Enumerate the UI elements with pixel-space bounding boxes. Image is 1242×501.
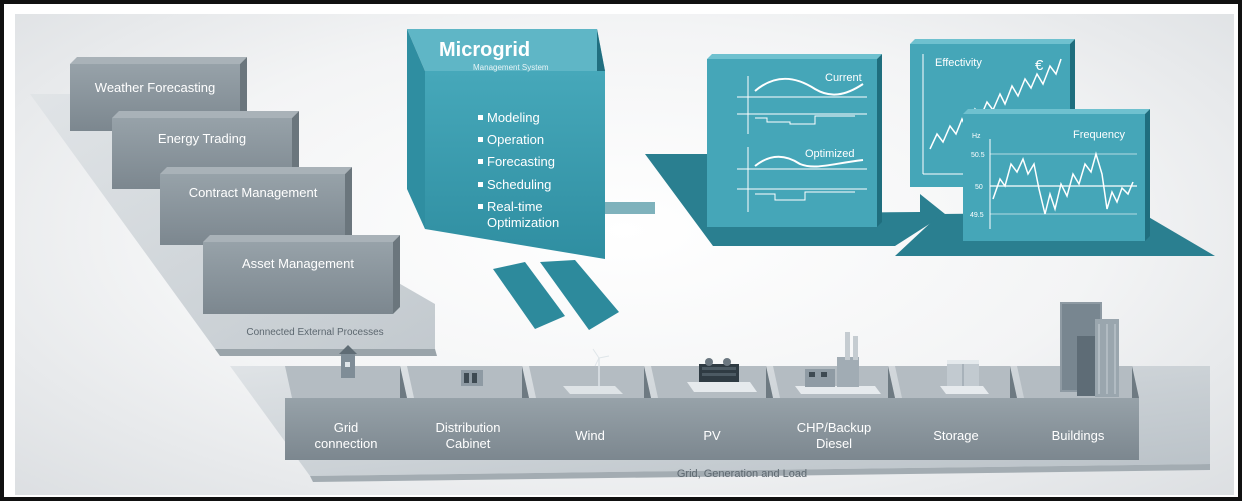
external-box-label: Asset Management (242, 256, 354, 271)
grid-connection-icon (339, 345, 357, 378)
mgmt-function: Modeling (487, 110, 540, 125)
grid-item-wind[interactable]: Wind (529, 348, 651, 460)
current-optimized-panel: Current Optimized (707, 54, 882, 227)
current-curve (754, 77, 864, 96)
bullet-icon (478, 115, 483, 120)
grid-item-label: PV (703, 428, 721, 443)
storage-unit-icon (940, 360, 989, 394)
diagram-stage: Weather Forecasting Energy Trading Contr… (15, 14, 1234, 495)
grid-item-distribution-cabinet[interactable]: Distribution Cabinet (407, 366, 529, 460)
buildings-icon (1060, 302, 1119, 397)
bullet-icon (478, 204, 483, 209)
optimized-curve (754, 155, 864, 168)
grid-item-label: Distribution (435, 420, 500, 435)
chart-label-effectivity: Effectivity (935, 57, 982, 69)
mgmt-title: Microgrid (439, 39, 530, 61)
chp-plant-icon (795, 332, 881, 394)
bullet-icon (478, 182, 483, 187)
grid-item-label: Diesel (816, 436, 852, 451)
external-box-asset-management[interactable]: Asset Management (203, 235, 400, 314)
external-processes: Weather Forecasting Energy Trading Contr… (30, 57, 437, 356)
mgmt-function: Forecasting (487, 154, 555, 169)
chart-label-current: Current (825, 72, 862, 84)
grid-caption: Grid, Generation and Load (677, 468, 807, 480)
mgmt-function: Optimization (487, 215, 559, 230)
grid-item-label: Buildings (1052, 428, 1105, 443)
cube-top (407, 29, 605, 71)
external-box-label: Contract Management (189, 185, 318, 200)
grid-item-storage[interactable]: Storage (895, 360, 1017, 460)
microgrid-diagram: Weather Forecasting Energy Trading Contr… (30, 29, 1215, 482)
cube-front (425, 71, 605, 259)
data-flow-arrows (493, 260, 619, 330)
grid-item-label: CHP/Backup (797, 420, 871, 435)
grid-item-chp-backup-diesel[interactable]: CHP/Backup Diesel (773, 332, 895, 460)
effectivity-line (929, 58, 1062, 150)
grid-item-label: Cabinet (446, 436, 491, 451)
external-box-label: Energy Trading (158, 131, 246, 146)
grid-item-label: Storage (933, 428, 979, 443)
tick-high: 50.5 (971, 152, 985, 159)
external-caption: Connected External Processes (246, 327, 383, 338)
grid-item-buildings[interactable]: Buildings (1017, 302, 1139, 460)
mgmt-function-list: Modeling Operation Forecasting Schedulin… (478, 110, 559, 230)
grid-item-grid-connection[interactable]: Grid connection (285, 345, 407, 460)
external-box-contract-management[interactable]: Contract Management (160, 167, 352, 245)
mgmt-function: Scheduling (487, 177, 551, 192)
wind-turbine-icon (592, 348, 610, 390)
mgmt-function: Operation (487, 132, 544, 147)
tick-mid: 50 (975, 184, 983, 191)
cube-left (407, 29, 425, 229)
pv-array-icon (687, 358, 757, 392)
frequency-panel: Frequency Hz 50.5 50 49.5 (963, 109, 1150, 241)
external-box-label: Weather Forecasting (95, 80, 215, 95)
chart-label-optimized: Optimized (805, 148, 855, 160)
flow-arrow-right (540, 260, 619, 330)
chart-unit: Hz (972, 133, 981, 140)
flow-arrow-left (493, 262, 565, 329)
grid-item-label: connection (315, 436, 378, 451)
euro-icon: € (1035, 57, 1044, 74)
grid-item-label: Grid (334, 420, 359, 435)
distribution-cabinet-icon (461, 370, 483, 386)
bullet-icon (478, 137, 483, 142)
bullet-icon (478, 159, 483, 164)
charts-area: Current Optimized Effectivity € (645, 39, 1215, 256)
grid-item-pv[interactable]: PV (651, 358, 773, 460)
mgmt-function: Real-time (487, 199, 543, 214)
tick-low: 49.5 (970, 212, 984, 219)
chart-label-frequency: Frequency (1073, 129, 1125, 141)
external-box-energy-trading[interactable]: Energy Trading (112, 111, 299, 189)
management-system-cube[interactable]: Microgrid Management System Modeling Ope… (407, 29, 655, 259)
grid-item-label: Wind (575, 428, 605, 443)
mgmt-subtitle: Management System (473, 63, 549, 72)
frequency-line (992, 151, 1134, 215)
external-platform-edge (215, 349, 437, 356)
